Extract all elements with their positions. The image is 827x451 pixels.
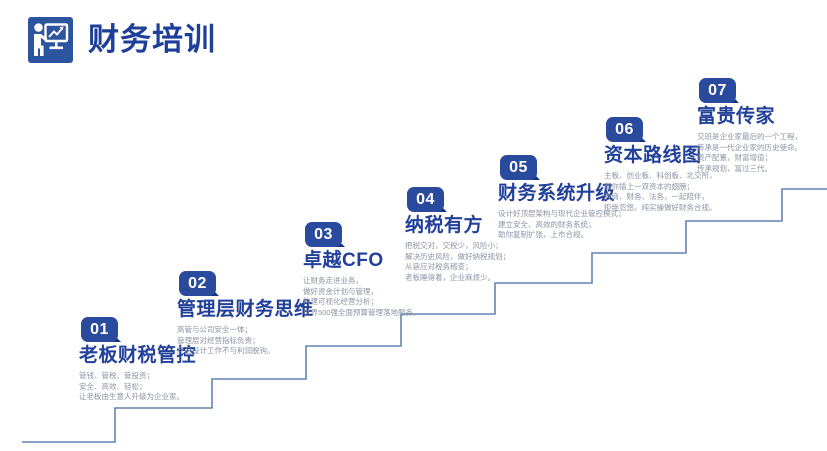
step-item-2: 02 管理层财务思维 高管与公司安全一体； 管理层对经营指标负责； 产品设计工作… [177,271,352,357]
step-desc-line: 世界500强全面预算管理落地服务。 [303,307,421,317]
step-title: 纳税有方 [405,215,484,236]
step-desc-line: 设计好顶层架构与现代企业管控模式； [498,209,626,218]
step-desc-line: 管理层对经营指标负责； [177,335,260,345]
step-number-badge: 06 [606,117,643,142]
step-description: 设计好顶层架构与现代企业管控模式； 建立安全、高效的财务系统； 助你复制扩张，上… [498,209,673,241]
step-title: 资本路线图 [604,145,702,166]
step-desc-line: 管钱、管税、管投资； [79,371,154,380]
step-desc-line: 产品设计工作不与利润脱钩。 [177,346,275,355]
step-desc-line: 做好资金计划与管理， [303,286,378,296]
step-title: 财务系统升级 [498,183,616,204]
step-title: 管理层财务思维 [177,299,314,320]
step-description: 主板、创业板、科创板、北交所， 帮你插上一双资本的翅膀； 券商、财务、法务，一起… [604,171,779,213]
step-description: 管钱、管税、管投资； 安全、高效、轻松； 让老板由生意人升级为企业家。 [79,371,254,403]
step-title: 老板财税管控 [79,345,197,366]
step-desc-line: 券商、财务、法务，一起陪伴， [604,192,709,201]
presentation-chart-icon [28,17,73,63]
step-desc-line: 传承是一代企业家的历史使命。 [697,142,802,152]
step-desc-line: 把税交对，交税少，风险小； [405,241,503,250]
step-desc-line: 拒绝忽悠，纯实操做好财务合规。 [604,202,717,212]
step-description: 让财务走进业务， 做好资金计划与管理， 构建可视化经营分析； 世界500强全面预… [303,276,478,318]
step-number-badge: 02 [179,271,216,296]
step-title: 卓越CFO [303,250,384,271]
step-item-5: 05 财务系统升级 设计好顶层架构与现代企业管控模式； 建立安全、高效的财务系统… [498,155,673,241]
step-item-3: 03 卓越CFO 让财务走进业务， 做好资金计划与管理， 构建可视化经营分析； … [303,222,478,318]
step-desc-line: 安全、高效、轻松； [79,381,147,391]
step-desc-line: 解决历史风险，做好纳税规划； [405,251,510,261]
step-desc-line: 从容应对税务稽查； [405,262,473,271]
step-number-badge: 03 [305,222,342,247]
header: 财务培训 [28,17,216,63]
step-desc-line: 让老板由生意人升级为企业家。 [79,392,184,401]
step-number-badge: 01 [81,317,118,342]
step-desc-line: 传承规划，富过三代。 [697,163,772,173]
step-description: 高管与公司安全一体； 管理层对经营指标负责； 产品设计工作不与利润脱钩。 [177,325,352,357]
step-desc-line: 让财务走进业务， [303,276,363,285]
step-number-badge: 04 [407,187,444,212]
step-desc-line: 高管与公司安全一体； [177,325,252,334]
step-desc-line: 帮你插上一双资本的翅膀； [604,181,694,191]
step-desc-line: 建立安全、高效的财务系统； [498,219,596,229]
step-desc-line: 老板睡得着，企业麻烦少。 [405,272,495,282]
step-number-badge: 05 [500,155,537,180]
step-desc-line: 主板、创业板、科创板、北交所， [604,171,717,180]
step-desc-line: 构建可视化经营分析； [303,297,378,306]
step-desc-line: 助你复制扩张，上市合规。 [498,230,588,239]
step-item-1: 01 老板财税管控 管钱、管税、管投资； 安全、高效、轻松； 让老板由生意人升级… [79,317,254,403]
page-title: 财务培训 [88,22,216,57]
step-number-badge: 07 [699,78,736,103]
step-item-4: 04 纳税有方 把税交对，交税少，风险小； 解决历史风险，做好纳税规划； 从容应… [405,187,580,283]
step-title: 富贵传家 [697,106,776,127]
step-description: 交班是企业家最后的一个工程， 传承是一代企业家的历史使命。 资产配置，财富增值；… [697,132,827,174]
step-item-6: 06 资本路线图 主板、创业板、科创板、北交所， 帮你插上一双资本的翅膀； 券商… [604,117,779,213]
step-desc-line: 交班是企业家最后的一个工程， [697,132,802,141]
step-description: 把税交对，交税少，风险小； 解决历史风险，做好纳税规划； 从容应对税务稽查； 老… [405,241,580,283]
step-desc-line: 资产配置，财富增值； [697,153,772,162]
step-item-7: 07 富贵传家 交班是企业家最后的一个工程， 传承是一代企业家的历史使命。 资产… [697,78,827,174]
